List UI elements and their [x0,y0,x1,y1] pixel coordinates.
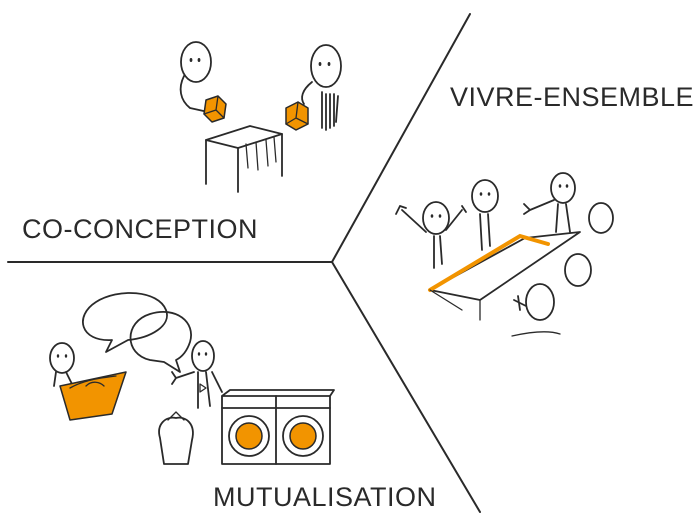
divider-line-top-right [331,13,471,263]
mutualisation-scene [49,292,335,465]
washing-machine-door-left [235,422,263,450]
person-seated-front [511,283,561,337]
box-block-left [203,95,227,123]
person-center [471,179,499,251]
laundry-bag [158,416,194,465]
section-dividers [7,13,481,513]
laundry-basket [59,371,127,421]
washing-machines [221,389,335,465]
washing-machine-door-right [289,422,317,450]
speech-bubble-right [129,311,192,373]
person-seated-far [588,202,614,234]
person-right-figure [301,44,342,131]
co-conception-scene [179,41,342,193]
person-right-standing [523,172,576,233]
section-label-mutualisation: MUTUALISATION [213,482,437,512]
person-waving-left [395,201,467,269]
long-table-top [429,231,581,301]
person-seated-mid [564,253,592,287]
section-label-co-conception: CO-CONCEPTION [22,214,258,244]
speech-bubble-left [82,292,168,353]
vivre-ensemble-scene [395,172,614,337]
person-left-figure [179,41,212,113]
section-label-vivre-ensemble: VIVRE-ENSEMBLE [450,82,693,112]
person-bowtie [171,340,223,409]
divider-line-bottom-right [331,261,481,513]
table-drawing [205,125,283,193]
person-with-basket [49,342,75,387]
long-table-orange-edge [428,233,550,292]
